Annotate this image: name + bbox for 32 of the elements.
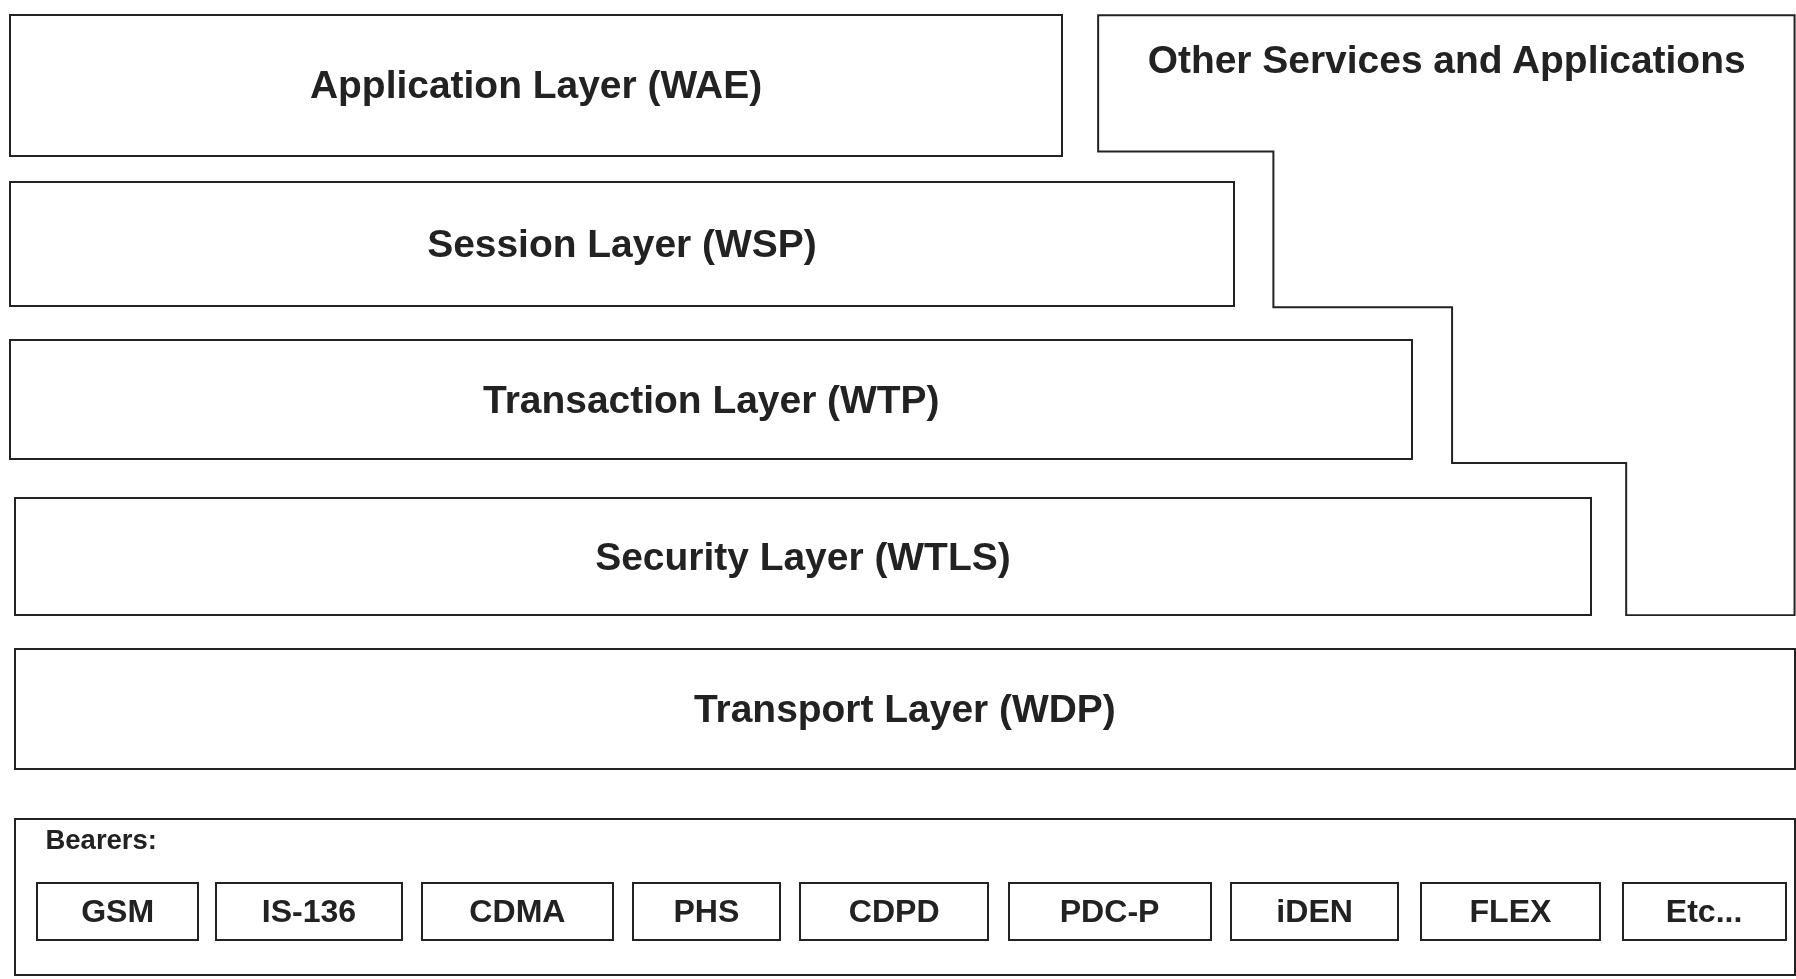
- bearer-box: [215, 881, 403, 942]
- layer-box: [13, 648, 1796, 770]
- bearer-label: CDPD: [847, 892, 941, 931]
- bearer-label: PHS: [672, 892, 741, 931]
- layer-box: [9, 13, 1063, 157]
- bearer-box: [1229, 881, 1400, 942]
- layer-label: Other Services and Applications: [1146, 36, 1747, 83]
- panel-heading: Bearers:: [45, 824, 157, 858]
- bearers-panel: [13, 817, 1796, 976]
- bearer-box: [421, 881, 614, 942]
- bearer-label: iDEN: [1275, 892, 1354, 931]
- bearer-box: [631, 881, 781, 942]
- bearer-box: [36, 881, 199, 942]
- bearer-label: GSM: [80, 892, 156, 931]
- layer-label: Session Layer (WSP): [426, 220, 818, 267]
- bearer-label: CDMA: [468, 892, 567, 931]
- layer-label: Security Layer (WTLS): [594, 533, 1012, 580]
- layer-label: Transport Layer (WDP): [692, 685, 1117, 732]
- layer-box: [9, 339, 1414, 461]
- bearer-label: Etc...: [1664, 892, 1744, 931]
- bearer-label: PDC-P: [1058, 892, 1161, 931]
- stepped-panel: [1097, 13, 1796, 617]
- bearer-label: IS-136: [260, 892, 358, 931]
- bearer-box: [799, 881, 990, 942]
- layer-box: [9, 180, 1235, 307]
- bearer-label: FLEX: [1468, 892, 1553, 931]
- bearer-box: [1621, 881, 1787, 942]
- bearer-box: [1007, 881, 1212, 942]
- layer-label: Application Layer (WAE): [308, 61, 764, 108]
- layer-box: [13, 497, 1593, 617]
- layer-label: Transaction Layer (WTP): [482, 376, 941, 423]
- bearer-box: [1420, 881, 1601, 942]
